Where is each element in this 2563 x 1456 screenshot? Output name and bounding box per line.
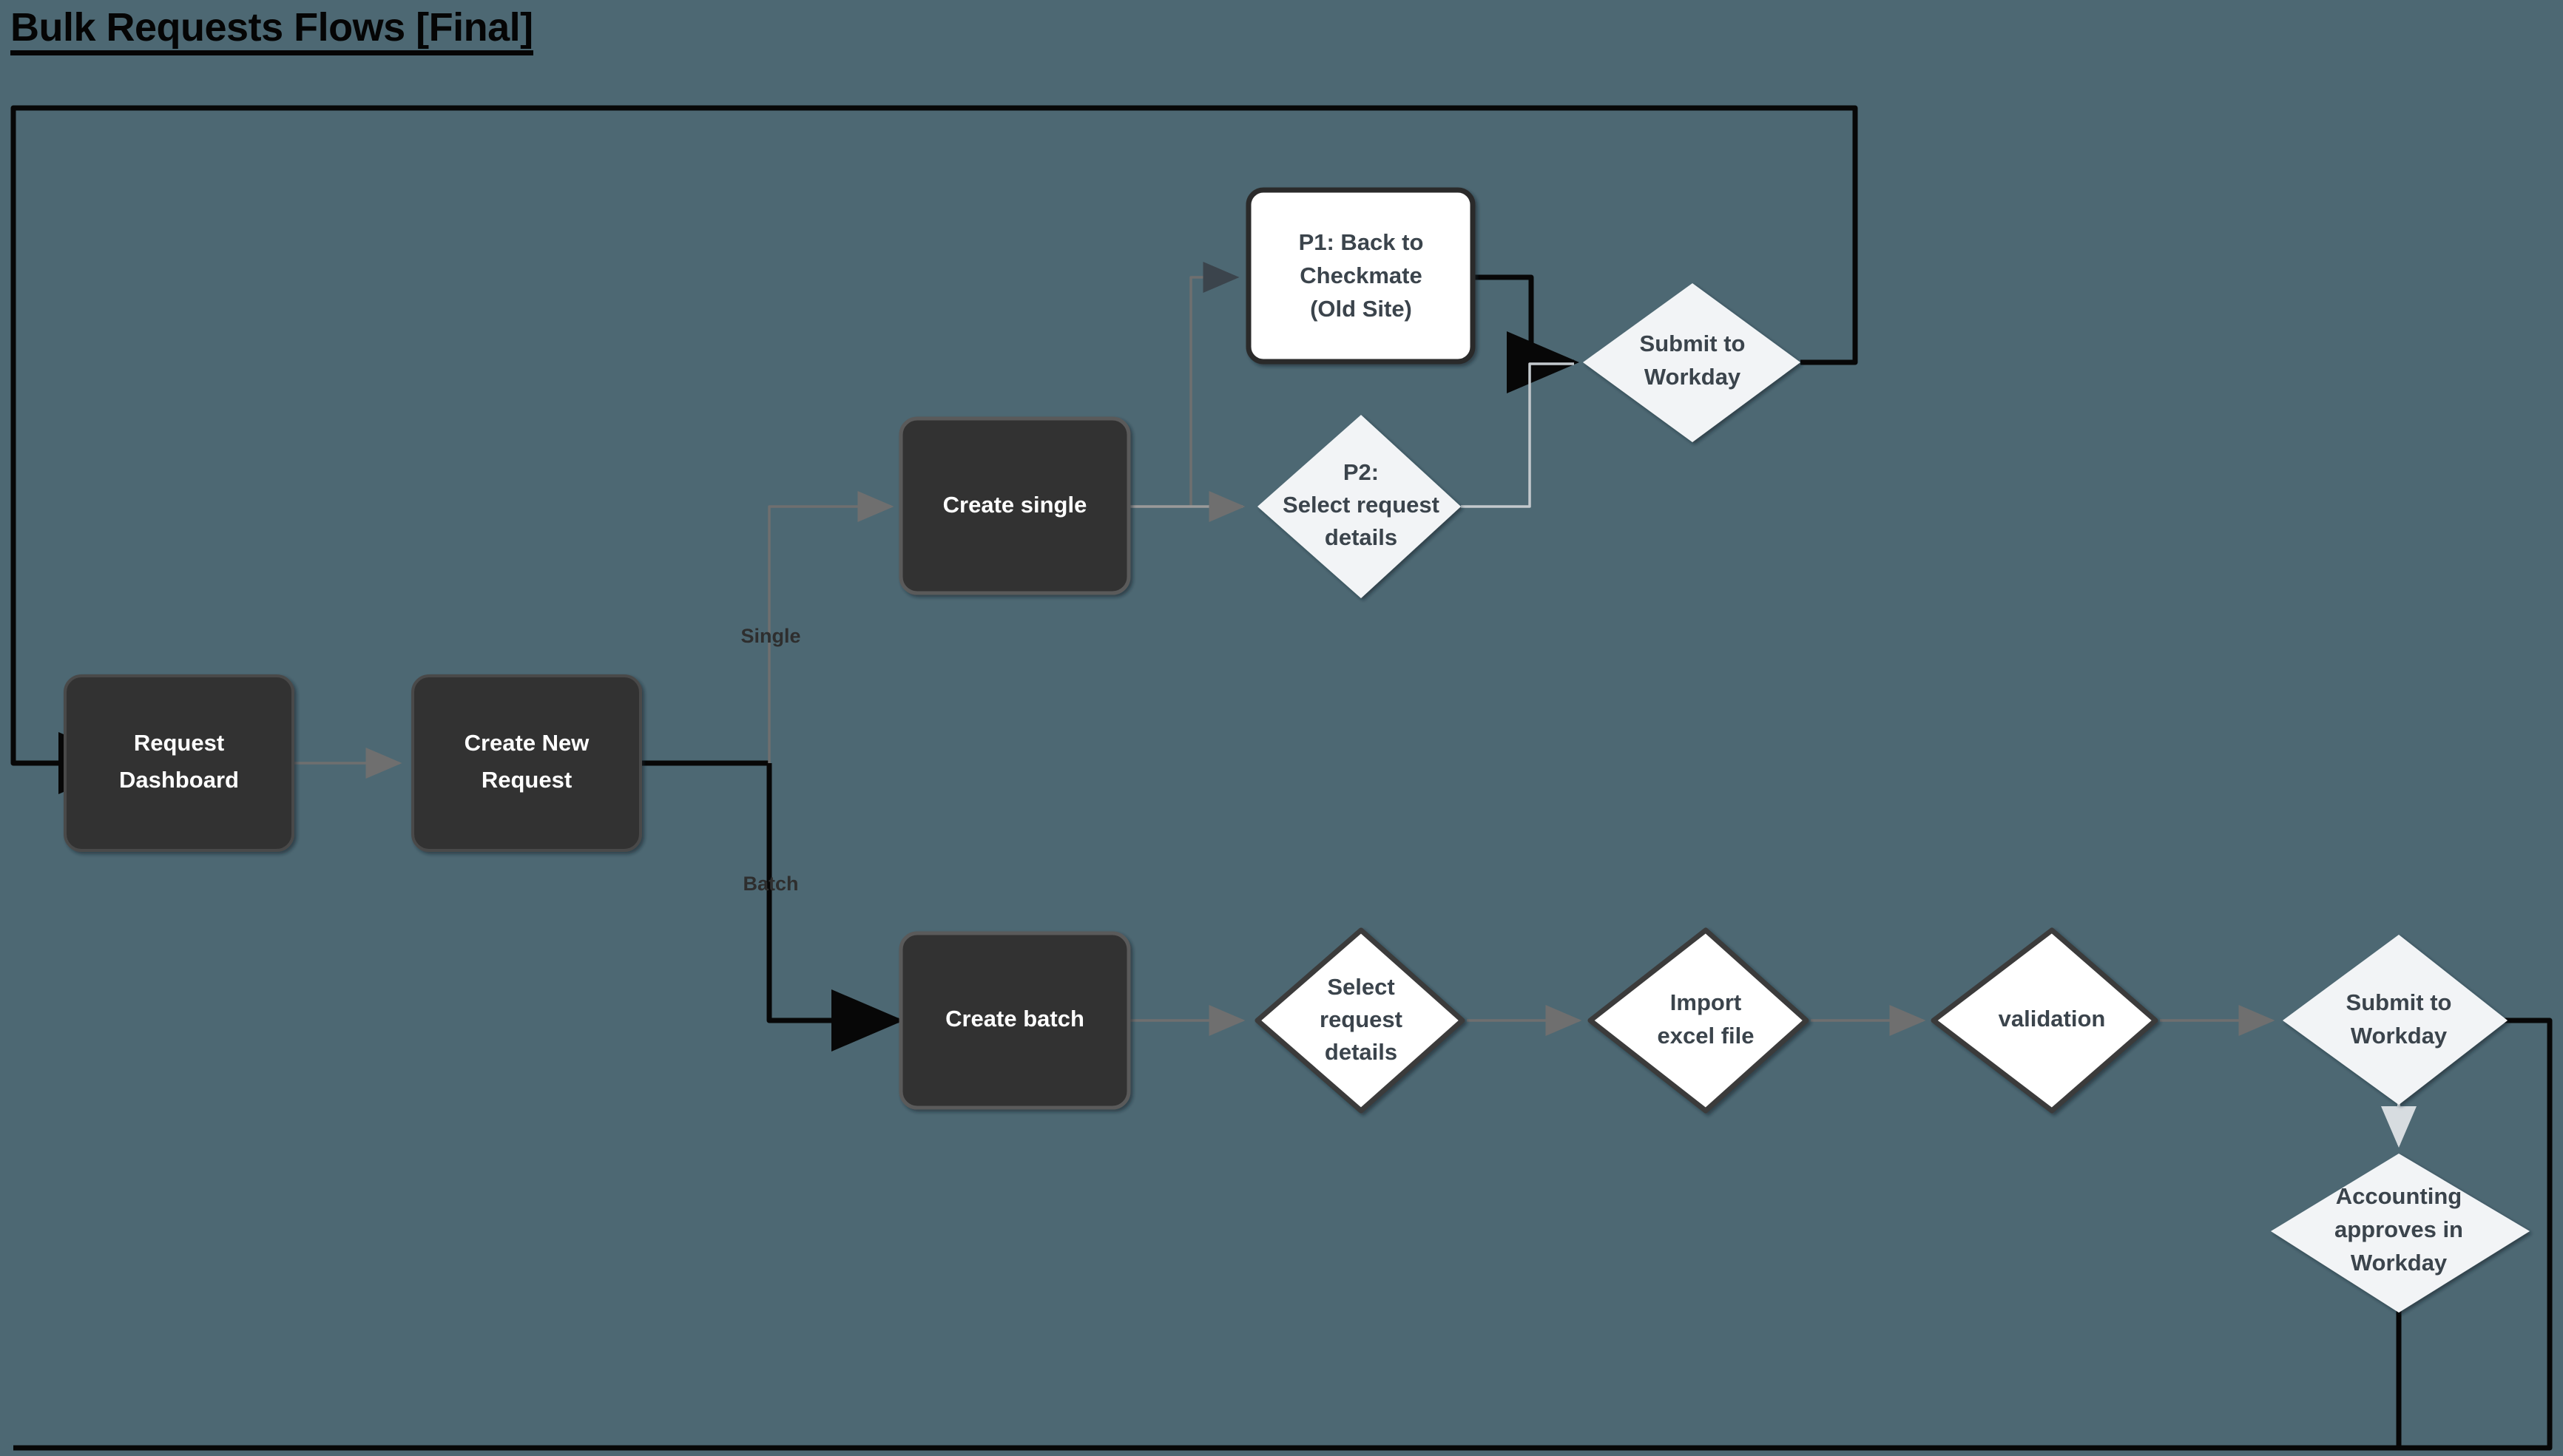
node-p1-back-to-checkmate[interactable]: P1: Back to Checkmate (Old Site) <box>1246 187 1476 365</box>
node-request-dashboard[interactable]: Request Dashboard <box>64 674 294 852</box>
node-label-line: (Old Site) <box>1310 296 1412 322</box>
node-label-line: Workday <box>2351 1250 2448 1276</box>
node-submit-to-workday-bottom[interactable]: Submit to Workday <box>2283 935 2508 1105</box>
node-label-line: Submit to <box>2346 989 2452 1015</box>
node-import-excel-file[interactable]: Import excel file <box>1587 927 1809 1114</box>
node-label-line: Request <box>134 730 224 756</box>
edge-p2-to-submit-top <box>1461 362 1574 508</box>
svg-text:Batch: Batch <box>743 873 798 895</box>
node-validation[interactable]: validation <box>1931 927 2158 1114</box>
node-label-line: Workday <box>2351 1023 2448 1049</box>
node-label-line: Create New <box>465 730 590 756</box>
node-label-line: validation <box>1999 1006 2106 1032</box>
edge-p1-to-submit-top <box>1473 274 1579 393</box>
node-label-line: Request <box>482 767 572 793</box>
node-label-line: approves in <box>2334 1216 2463 1242</box>
node-accounting-approves[interactable]: Accounting approves in Workday <box>2271 1154 2530 1313</box>
node-create-single[interactable]: Create single <box>899 416 1131 595</box>
edge-label-single: Single <box>740 625 800 647</box>
node-label-line: Dashboard <box>119 767 239 793</box>
node-label-line: Create single <box>943 492 1087 518</box>
node-p2-select-request-details[interactable]: P2: Select request details <box>1257 415 1461 598</box>
node-label-line: Checkmate <box>1300 263 1422 288</box>
edge-submit-top-to-dashboard <box>10 105 1858 794</box>
node-label-line: P1: Back to <box>1299 229 1424 255</box>
node-label-line: request <box>1320 1006 1402 1032</box>
node-label-line: Submit to <box>1640 331 1746 356</box>
node-label-line: P2: <box>1343 459 1379 485</box>
edge-create-single-to-p1 <box>1128 262 1240 508</box>
node-create-new-request[interactable]: Create New Request <box>411 674 642 852</box>
edge-label-batch: Batch <box>743 873 798 895</box>
node-select-request-details[interactable]: Select request details <box>1255 927 1465 1114</box>
edge-branch-batch <box>766 763 904 1052</box>
node-submit-to-workday-top[interactable]: Submit to Workday <box>1583 283 1800 442</box>
svg-text:Single: Single <box>740 625 800 647</box>
node-label-line: Workday <box>1644 364 1741 390</box>
node-label-line: Accounting <box>2336 1183 2462 1209</box>
page-title: Bulk Requests Flows [Final] <box>10 7 533 55</box>
node-label-line: Import <box>1670 989 1741 1015</box>
edge-submit-bottom-to-dashboard <box>13 1017 2553 1451</box>
node-label-line: details <box>1325 524 1397 550</box>
edge-branch-single <box>768 491 894 763</box>
node-label-line: excel file <box>1658 1023 1755 1049</box>
node-label-line: Select request <box>1283 492 1439 518</box>
node-label-line: Select <box>1327 974 1394 1000</box>
node-label-line: details <box>1325 1039 1397 1065</box>
node-label-line: Create batch <box>945 1006 1084 1032</box>
node-create-batch[interactable]: Create batch <box>899 931 1131 1110</box>
